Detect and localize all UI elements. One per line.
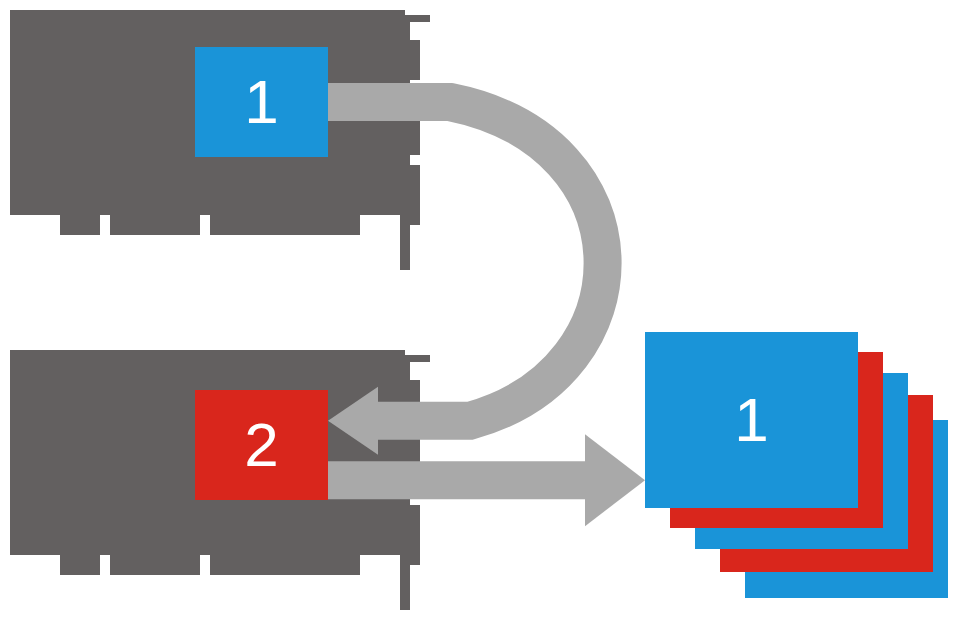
gpu-frame-box: 1 [195, 47, 328, 157]
flow-arrow [328, 434, 645, 526]
frame-number: 1 [244, 71, 278, 133]
output-frame: 1 [645, 332, 858, 508]
frame-number: 1 [734, 389, 768, 451]
frame-number: 2 [244, 414, 278, 476]
graphics-card [10, 10, 430, 270]
flow-arrow [328, 102, 603, 455]
gpu-frame-box: 2 [195, 390, 328, 500]
